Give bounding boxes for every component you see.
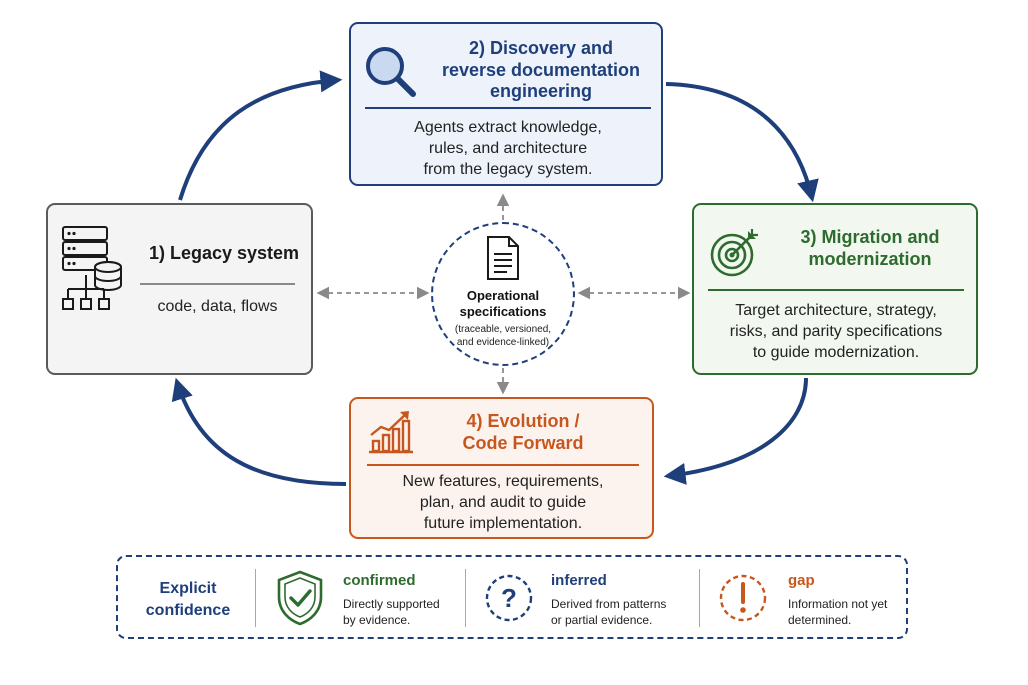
evolution-description: New features, requirements, plan, and au… [367,472,639,534]
legend-separator [255,569,256,627]
magnifier-icon [366,47,416,97]
legacy-title: 1) Legacy system [148,243,300,263]
legend-inferred-description: Derived from patterns or partial evidenc… [551,596,666,628]
document-icon [487,236,519,280]
legend-separator [699,569,700,627]
operational-specifications-hub: Operational specifications (traceable, v… [431,222,575,366]
hub-sub-line2: and evidence-linked) [456,337,550,348]
discovery-desc-line1: Agents extract knowledge, [414,119,602,136]
legend-heading: Explicit confidence [136,578,240,621]
evolution-desc-line2: plan, and audit to guide [419,493,587,511]
migration-description: Target architecture, strategy, risks, an… [708,301,964,363]
legend-heading-line1: Explicit [159,580,217,597]
growth-chart-icon [369,411,413,454]
question-circle-icon: ? [485,574,533,622]
confidence-legend: Explicit confidence confirmed Directly s… [116,555,908,639]
migration-desc-line1: Target architecture, strategy, [735,302,937,319]
hub-title-line2: specifications [459,304,547,320]
arrow-migration-to-evolution [663,377,808,485]
legend-inferred-label: inferred [551,572,607,589]
arrow-legacy-to-discovery [178,70,343,201]
hub-title-line1: Operational [466,288,540,303]
discovery-divider [365,107,651,109]
migration-desc-line2: risks, and parity specifications [729,322,943,340]
legacy-description: code, data, flows [157,298,278,315]
evolution-desc-line3: future implementation. [423,514,583,532]
svg-text:?: ? [501,583,517,613]
discovery-card: 2) Discovery and reverse documentation e… [349,22,663,186]
migration-card: 3) Migration and modernization Target ar… [692,203,978,375]
discovery-desc-line3: from the legacy system. [423,160,593,178]
discovery-title-line3: engineering [489,81,592,102]
evolution-divider [367,464,639,466]
shield-check-icon [277,570,323,626]
hub-title: Operational specifications [433,288,573,321]
exclamation-circle-icon [719,574,767,622]
hub-subtitle: (traceable, versioned, and evidence-link… [433,323,573,349]
server-database-icon [62,226,122,310]
discovery-title-line2: reverse documentation [441,59,641,80]
legend-separator [465,569,466,627]
migration-title-line2: modernization [808,248,932,269]
discovery-title-line1: 2) Discovery and [468,38,614,58]
evolution-title: 4) Evolution / Code Forward [423,411,623,454]
migration-desc-line3: to guide modernization. [752,343,920,361]
legend-gap-line2: determined. [788,613,852,628]
legend-inferred-line1: Derived from patterns [551,597,667,611]
discovery-title: 2) Discovery and reverse documentation e… [426,38,656,103]
evolution-card: 4) Evolution / Code Forward New features… [349,397,654,539]
discovery-description: Agents extract knowledge, rules, and arc… [365,118,651,180]
migration-title: 3) Migration and modernization [770,227,970,270]
legend-confirmed-description: Directly supported by evidence. [343,596,440,628]
evolution-desc-line1: New features, requirements, [402,473,604,490]
target-icon [710,229,758,277]
migration-title-line1: 3) Migration and [800,227,940,247]
legend-gap-line1: Information not yet [788,597,888,611]
arrow-evolution-to-legacy [171,377,347,486]
legend-gap-description: Information not yet determined. [788,596,887,628]
legacy-divider [140,283,295,285]
legacy-system-card: 1) Legacy system code, data, flows [46,203,313,375]
legend-confirmed-line1: Directly supported [343,597,440,611]
legend-gap-label: gap [788,572,815,589]
evolution-title-line2: Code Forward [462,432,584,453]
legend-inferred-line2: or partial evidence. [551,613,653,628]
discovery-desc-line2: rules, and architecture [428,139,588,157]
legend-heading-line2: confidence [145,601,231,619]
legend-confirmed-label: confirmed [343,572,416,589]
legend-confirmed-line2: by evidence. [343,613,411,628]
arrow-discovery-to-migration [665,82,819,203]
hub-sub-line1: (traceable, versioned, [454,324,552,335]
migration-divider [708,289,964,291]
evolution-title-line1: 4) Evolution / [466,411,580,431]
